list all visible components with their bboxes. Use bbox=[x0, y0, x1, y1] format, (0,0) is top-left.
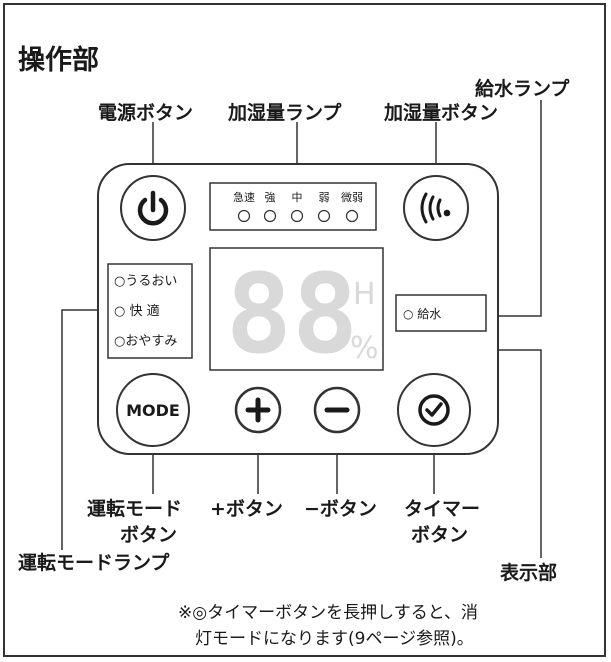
humidify-lamp-dot-3 bbox=[317, 209, 331, 223]
mode-lamp-kaiteki: ○ 快 適 bbox=[114, 303, 160, 319]
section-title: 操作部 bbox=[18, 45, 99, 76]
mode-button-label: MODE bbox=[126, 401, 180, 420]
mode-lamp-uruoi: ○うるおい bbox=[114, 274, 177, 289]
humidify-lamp-label-1: 強 bbox=[265, 191, 276, 204]
humidify-button[interactable] bbox=[403, 175, 469, 241]
display-digits: 88 bbox=[226, 250, 358, 378]
note-line-1: ※◎タイマーボタンを長押しすると、消 bbox=[178, 603, 479, 623]
humidify-lamp-label-4: 微弱 bbox=[341, 190, 363, 204]
water-lamp-box bbox=[395, 294, 487, 332]
power-icon bbox=[137, 190, 169, 226]
display-h: H bbox=[353, 277, 376, 312]
display-box bbox=[209, 247, 384, 371]
label-power-button: 電源ボタン bbox=[98, 102, 194, 124]
humidify-lamp-label-2: 中 bbox=[292, 191, 303, 204]
humidify-lamp-dot-4 bbox=[345, 209, 359, 223]
humidify-lamp-box bbox=[209, 182, 377, 231]
label-water-lamp: 給水ランプ bbox=[475, 78, 570, 100]
humidify-lamp-dot-1 bbox=[263, 209, 277, 223]
label-minus-button: −ボタン bbox=[304, 498, 377, 520]
leader-mode-lamp bbox=[61, 309, 108, 550]
label-mode-button-1: 運転モード bbox=[87, 498, 183, 520]
diagram-frame bbox=[3, 3, 606, 657]
label-timer-button-2: ボタン bbox=[411, 524, 469, 546]
label-plus-button: +ボタン bbox=[210, 498, 283, 520]
label-humidify-button: 加湿量ボタン bbox=[384, 102, 499, 124]
label-mode-lamp: 運転モードランプ bbox=[18, 552, 170, 574]
label-mode-button-2: ボタン bbox=[120, 524, 178, 546]
humidify-lamp-label-3: 弱 bbox=[319, 191, 330, 204]
label-timer-button-1: タイマー bbox=[404, 498, 481, 520]
display-percent: % bbox=[350, 331, 379, 366]
humidify-icon bbox=[420, 192, 451, 224]
timer-icon bbox=[418, 394, 450, 426]
mode-lamp-box bbox=[107, 263, 193, 359]
mode-lamp-oyasumi: ○おやすみ bbox=[114, 334, 177, 349]
mode-button[interactable] bbox=[116, 373, 190, 447]
label-humidify-lamp: 加湿量ランプ bbox=[228, 102, 342, 124]
water-lamp-text: ○ 給水 bbox=[403, 307, 441, 321]
humidify-lamp-dot-0 bbox=[237, 209, 251, 223]
humidify-lamp-label-0: 急速 bbox=[233, 190, 255, 204]
label-display: 表示部 bbox=[500, 562, 558, 584]
note-line-2: 灯モードになります(9ページ参照)。 bbox=[195, 629, 474, 649]
plus-icon bbox=[245, 397, 271, 423]
leader-water bbox=[486, 100, 542, 317]
humidify-lamp-dot-2 bbox=[290, 209, 304, 223]
